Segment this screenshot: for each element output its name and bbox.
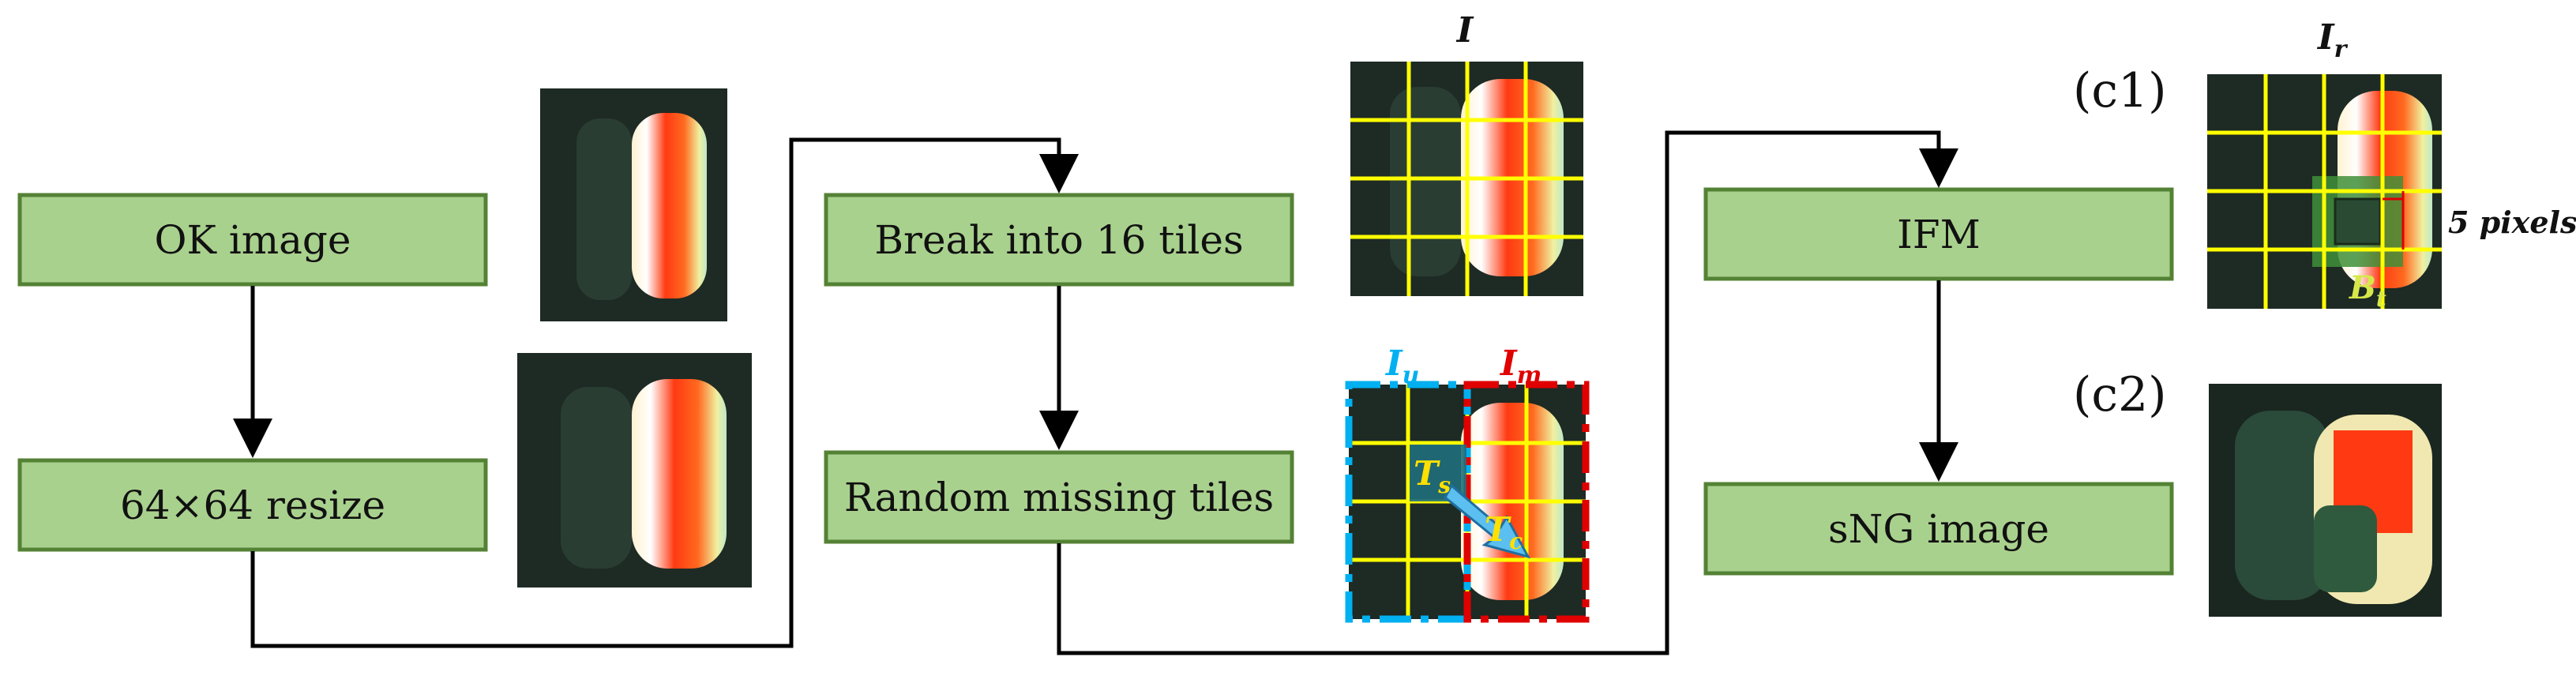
ok-image-label: OK image <box>154 217 351 263</box>
label-Ts: Ts <box>1414 454 1451 498</box>
random-missing-label: Random missing tiles <box>844 475 1274 520</box>
ifm-label: IFM <box>1897 212 1981 257</box>
label-5-pixels: 5 pixels <box>2448 205 2576 240</box>
break-tiles-label: Break into 16 tiles <box>874 217 1243 263</box>
arrow-random-to-ifm <box>1057 130 1958 655</box>
tile-grid-I <box>1350 62 1583 296</box>
caption-c2: (c2) <box>2073 367 2167 422</box>
ok-image-box: OK image <box>17 193 488 287</box>
label-Iu: Iu <box>1384 344 1419 389</box>
label-Im: Im <box>1499 344 1541 389</box>
masked-image <box>1345 381 1590 623</box>
label-Ir: Ir <box>2316 17 2349 63</box>
sng-result-image <box>2209 384 2442 617</box>
ok-image-thumbnail <box>540 88 727 321</box>
label-Bt: Bt <box>2349 269 2386 312</box>
resize-box: 64×64 resize <box>17 458 488 552</box>
arrow-resize-to-break <box>250 137 1079 648</box>
label-I: I <box>1455 10 1474 51</box>
sng-image-box: sNG image <box>1703 482 2174 576</box>
resized-image-thumbnail <box>517 353 752 588</box>
tiled-image-I <box>1350 62 1583 296</box>
random-missing-box: Random missing tiles <box>824 450 1294 544</box>
label-Tc: Tc <box>1485 510 1523 554</box>
break-tiles-box: Break into 16 tiles <box>824 193 1294 287</box>
copy-arrow <box>1444 483 1530 559</box>
sng-image-label: sNG image <box>1828 506 2049 552</box>
resize-label: 64×64 resize <box>120 482 385 528</box>
reconstructed-image-Ir <box>2207 74 2442 309</box>
ifm-box: IFM <box>1703 187 2174 281</box>
caption-c1: (c1) <box>2073 63 2167 118</box>
